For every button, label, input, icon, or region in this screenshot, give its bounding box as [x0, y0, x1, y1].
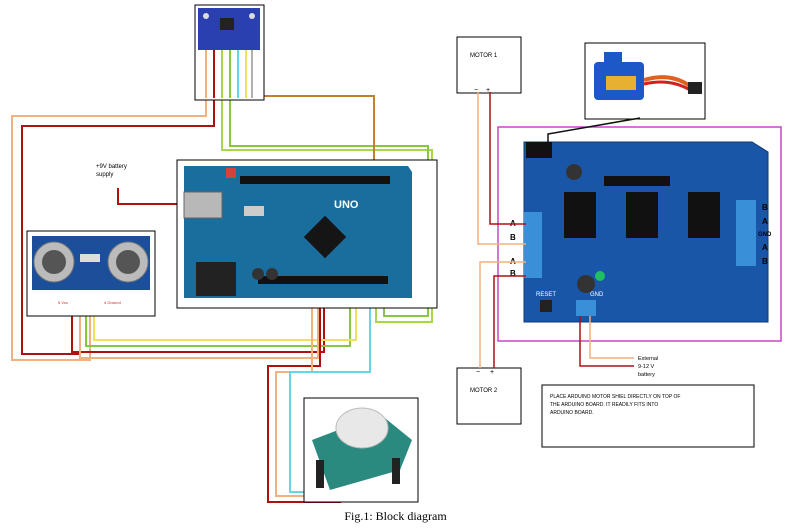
shield-right-a1: A — [762, 217, 768, 226]
shield-right-terminals — [736, 200, 756, 266]
svg-text:9-12 V: 9-12 V — [638, 364, 655, 370]
motor2-label: MOTOR 2 — [470, 388, 498, 394]
ultrasonic-sensor: 5 Vcc 4 Ground — [26, 230, 156, 317]
shield-right-a2: A — [762, 243, 768, 252]
servo-motor — [584, 42, 706, 120]
arduino-label: UNO — [334, 199, 359, 211]
sensor-pin-gnd: 4 Ground — [104, 300, 121, 305]
wire-servo — [547, 117, 641, 150]
wire-m2-red — [493, 275, 526, 368]
accelerometer-module — [194, 4, 265, 101]
figure-caption: Fig.1: Block diagram — [344, 509, 447, 523]
shield-left-terminals — [524, 212, 542, 278]
wire-sensor-peach — [79, 296, 319, 359]
wire-ext-peach — [589, 316, 634, 359]
wire-sensor-red — [71, 296, 325, 353]
motor-shield: RESET GND A B A B B A GND A B — [497, 126, 782, 342]
svg-text:battery: battery — [638, 372, 655, 378]
wire-m1-peach — [477, 92, 526, 245]
note-line2: THE ARDUINO BOARD. IT READILY FITS INTO — [550, 402, 658, 408]
motor-1: MOTOR 1 − + — [456, 36, 522, 94]
wire-m1-red — [489, 92, 526, 225]
wires-right — [477, 92, 641, 368]
wire-sensor-green — [85, 296, 351, 347]
shield-gnd-label: GND — [590, 292, 604, 298]
motor1-plus: + — [486, 87, 490, 94]
note-line1: PLACE ARDUINO MOTOR SHIEL DIRECTLY ON TO… — [550, 394, 680, 400]
wire-battery — [117, 188, 184, 205]
motor2-plus: + — [490, 369, 494, 376]
accel-pins — [205, 50, 253, 98]
wire-m2-peach — [479, 261, 526, 368]
pir-sensor — [303, 397, 419, 503]
external-battery-label: External 9-12 V battery — [638, 356, 658, 378]
wire-sensor-yellow — [93, 296, 357, 341]
motor-2: MOTOR 2 − + — [456, 367, 522, 425]
wire-peach — [11, 50, 207, 361]
sensor-pin-vcc: 5 Vcc — [58, 300, 68, 305]
arduino-uno: UNO — [176, 159, 438, 309]
battery-note-line1: +9V battery — [96, 164, 127, 170]
shield-reset-label: RESET — [536, 292, 556, 298]
note-line3: ARDUINO BOARD. — [550, 410, 594, 416]
battery-note: +9V battery supply — [96, 164, 127, 178]
battery-note-line2: supply — [96, 172, 113, 178]
motor1-minus: − — [474, 87, 478, 94]
motor2-minus: − — [476, 369, 480, 376]
shield-term-b2: B — [510, 269, 516, 278]
note-box: PLACE ARDUINO MOTOR SHIEL DIRECTLY ON TO… — [541, 384, 755, 448]
shield-right-b1: B — [762, 203, 768, 212]
wires-left — [11, 50, 433, 503]
shield-term-b1: B — [510, 233, 516, 242]
shield-right-gnd: GND — [758, 232, 772, 238]
svg-text:External: External — [638, 356, 658, 362]
shield-right-b2: B — [762, 257, 768, 266]
motor1-label: MOTOR 1 — [470, 53, 498, 59]
wire-ext-red — [579, 316, 634, 367]
